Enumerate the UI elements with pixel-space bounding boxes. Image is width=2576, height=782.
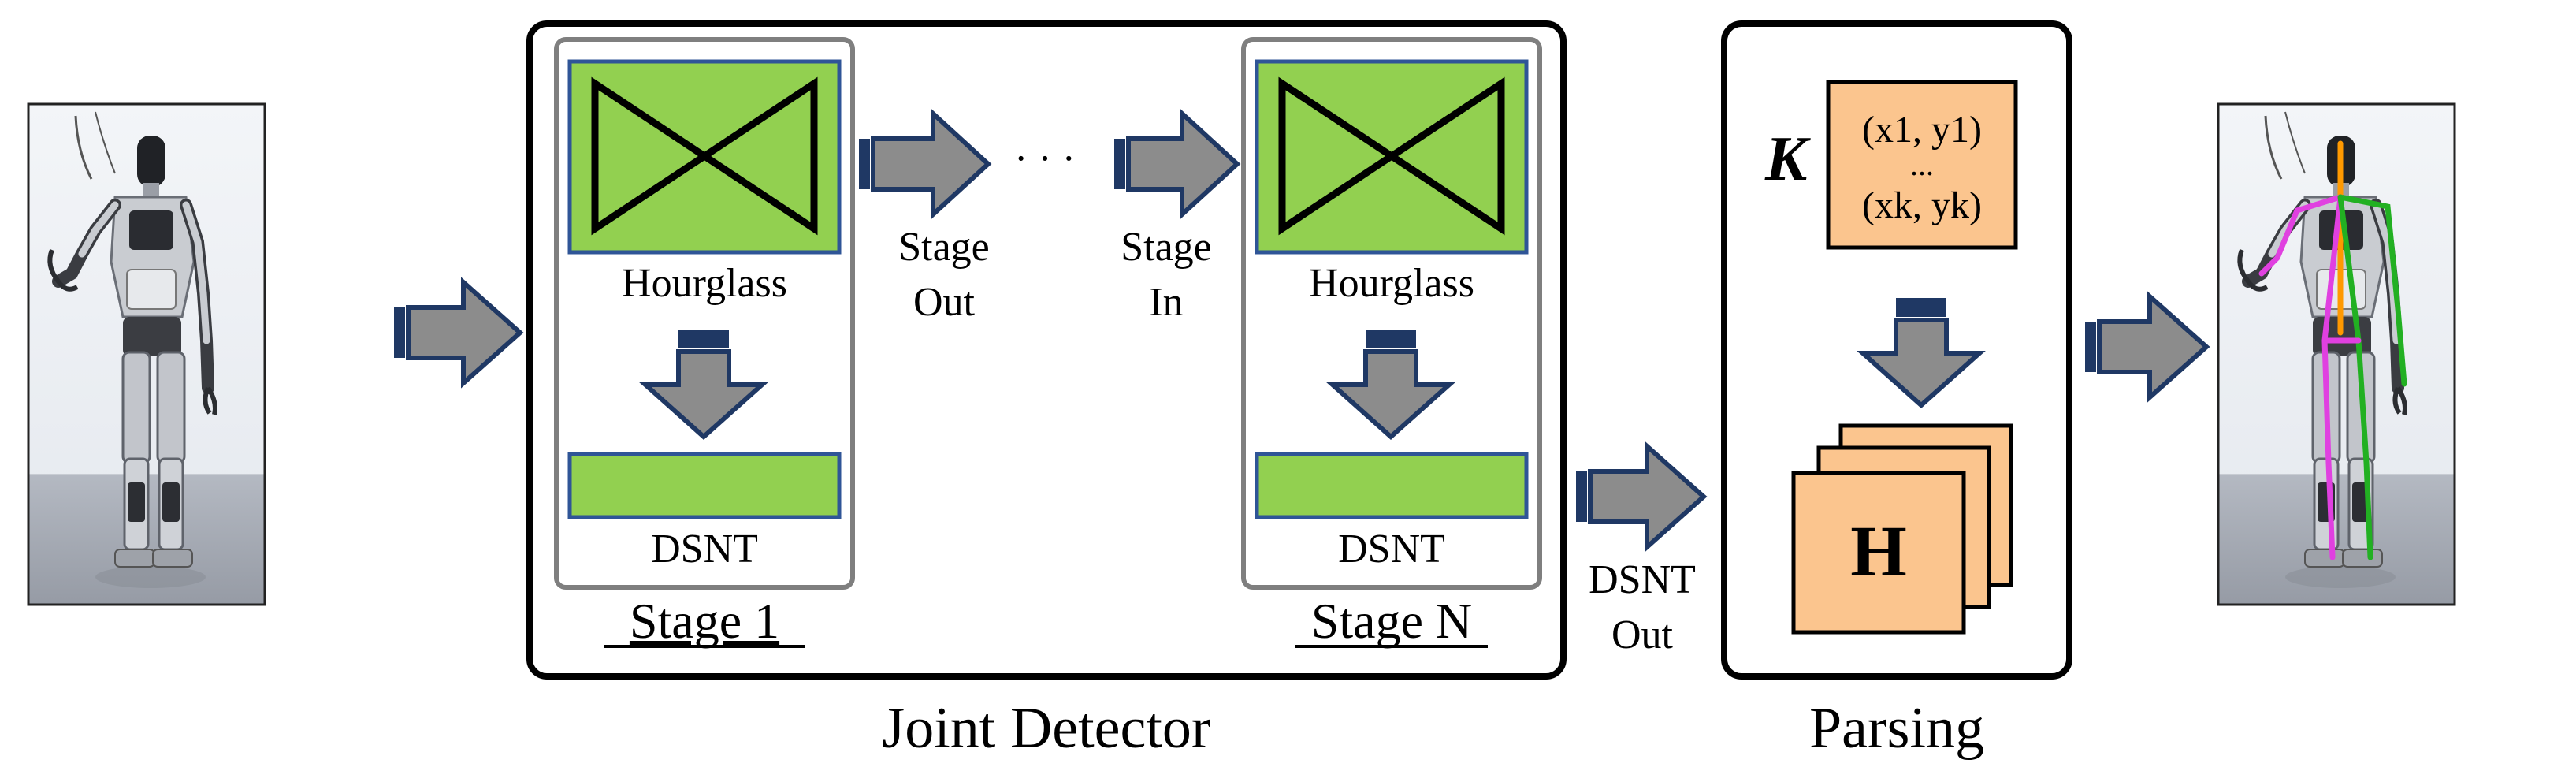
k-symbol: K: [1764, 125, 1811, 194]
stage-in-label-line1: Stage: [1121, 225, 1212, 270]
dsnt-block: [567, 452, 842, 519]
heatmap-stack: H: [1791, 423, 2013, 635]
dsnt-out-label-line2: Out: [1611, 613, 1674, 657]
dsnt-label: DSNT: [1338, 527, 1445, 572]
ellipsis: · · ·: [1014, 136, 1076, 181]
stage-out-label-line1: Stage: [898, 225, 990, 270]
stage-1-label: Stage 1: [630, 593, 779, 649]
hourglass-block: [1255, 59, 1529, 255]
coord-vdots: ...: [1910, 147, 1934, 182]
dsnt-out-label-line1: DSNT: [1589, 557, 1696, 602]
stage-n: Hourglass DSNT Stage N: [1241, 37, 1542, 649]
parsing-title: Parsing: [1809, 696, 1984, 761]
stage-in-label-line2: In: [1149, 280, 1183, 325]
down-arrow: [1326, 330, 1455, 441]
stage-n-frame: [1241, 37, 1542, 590]
output-robot-skeleton-photo: [2218, 104, 2455, 605]
output-arrow: [2085, 291, 2210, 403]
down-arrow: [639, 330, 768, 441]
stage-n-label: Stage N: [1311, 593, 1472, 649]
stage-out-arrow: [859, 108, 992, 220]
skeleton-overlay: [2258, 140, 2407, 560]
coord-last: (xk, yk): [1862, 184, 1982, 226]
hourglass-block: [567, 59, 842, 255]
joint-detector-title: Joint Detector: [882, 696, 1210, 761]
dsnt-out-arrow: [1576, 441, 1708, 553]
coord-first: (x1, y1): [1862, 109, 1982, 151]
stage-1-frame: [554, 37, 855, 590]
stage-in-arrow: [1114, 108, 1241, 220]
keypoint-coords-box: [1826, 80, 2018, 250]
down-arrow: [1857, 298, 1986, 409]
parsing-box: [1721, 20, 2072, 680]
joint-detector-box: [526, 20, 1567, 680]
hourglass-label: Hourglass: [622, 261, 787, 306]
stage-1: Hourglass DSNT Stage 1: [554, 37, 855, 649]
hourglass-label: Hourglass: [1309, 261, 1474, 306]
dsnt-block: [1255, 452, 1529, 519]
heatmap-label: H: [1850, 511, 1907, 591]
dsnt-label: DSNT: [651, 527, 758, 572]
input-arrow: [394, 277, 524, 389]
input-robot-photo: [28, 104, 265, 605]
stage-out-label-line2: Out: [913, 280, 976, 325]
